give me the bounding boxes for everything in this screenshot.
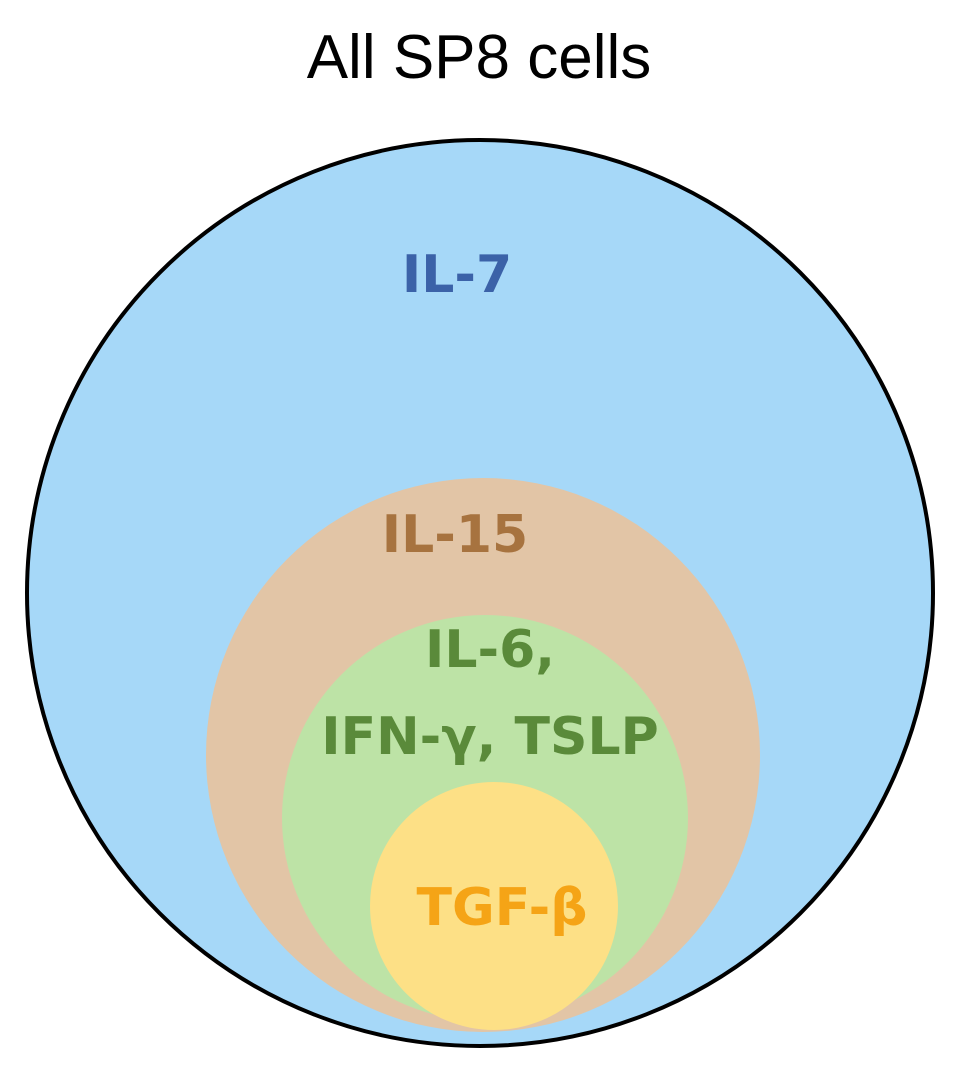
set-tgfb-circle: [370, 782, 618, 1030]
set-il6-label-line2: IFN-γ, TSLP: [321, 707, 658, 767]
set-il7-label: IL-7: [402, 245, 512, 305]
set-il6-label-line1: IL-6,: [425, 620, 555, 680]
set-tgfb-label: TGF-β: [417, 878, 588, 938]
set-il15-label: IL-15: [382, 505, 528, 565]
diagram-title: All SP8 cells: [307, 23, 652, 92]
